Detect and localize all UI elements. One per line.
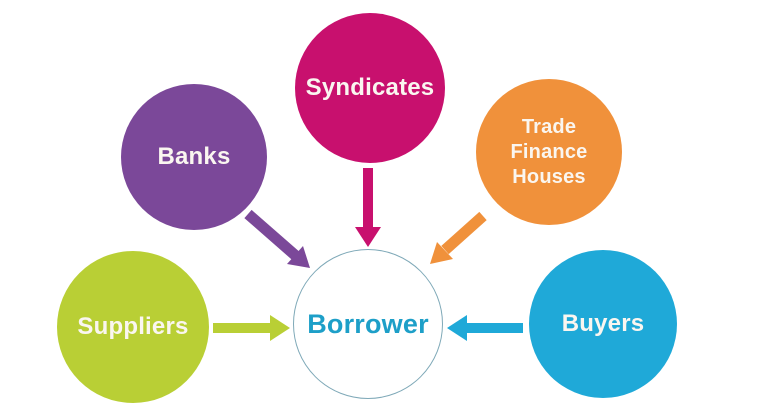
node-syndicates-label: Syndicates xyxy=(305,74,435,101)
suppliers-to-borrower-arrow xyxy=(213,315,290,341)
node-banks-label: Banks xyxy=(157,143,231,170)
node-banks: Banks xyxy=(121,84,267,230)
node-buyers: Buyers xyxy=(529,250,677,398)
syndicates-to-borrower-arrow xyxy=(355,168,381,247)
syndicates-arrow-head xyxy=(355,227,381,247)
node-trade-finance-houses: Trade Finance Houses xyxy=(476,79,622,225)
banks-to-borrower-arrow xyxy=(244,209,310,268)
buyers-arrow-head xyxy=(447,315,467,341)
node-syndicates: Syndicates xyxy=(295,13,445,163)
tfh-arrow-shaft xyxy=(441,211,487,255)
tfh-arrow-head xyxy=(430,242,453,264)
node-borrower: Borrower xyxy=(293,249,443,399)
node-trade-finance-houses-label: Trade Finance Houses xyxy=(510,115,588,188)
node-suppliers-label: Suppliers xyxy=(77,313,189,340)
trade-finance-houses-to-borrower-arrow xyxy=(430,211,487,264)
node-borrower-label: Borrower xyxy=(307,308,429,339)
suppliers-arrow-head xyxy=(270,315,290,341)
node-suppliers: Suppliers xyxy=(57,251,209,403)
node-buyers-label: Buyers xyxy=(561,310,645,337)
banks-arrow-head xyxy=(287,246,310,268)
buyers-to-borrower-arrow xyxy=(447,315,523,341)
banks-arrow-shaft xyxy=(244,209,300,261)
